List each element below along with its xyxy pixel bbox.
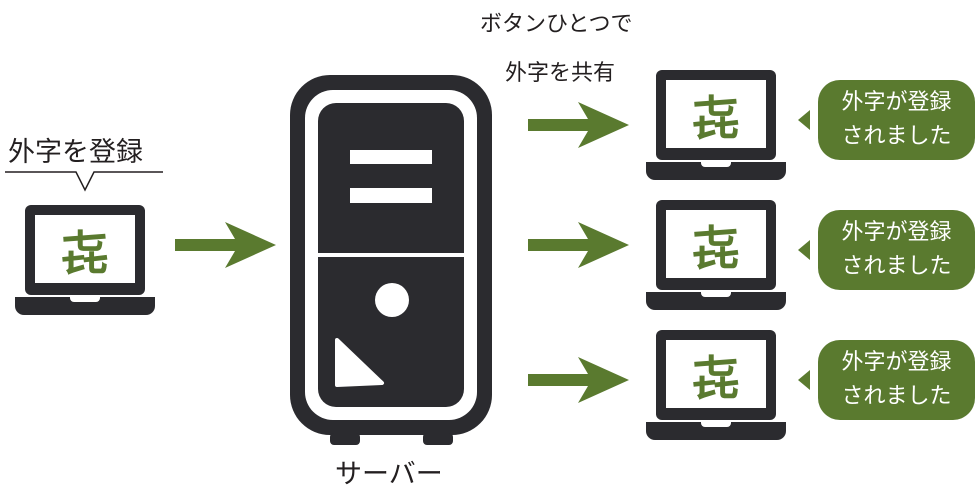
client-laptop: 㐂 bbox=[646, 70, 786, 182]
register-label: 外字を登録 bbox=[8, 137, 143, 168]
bubble-line: 外字が登録 bbox=[841, 220, 952, 245]
bubble-line: されました bbox=[841, 124, 952, 149]
arrow-icon bbox=[175, 222, 276, 268]
arrow-icon bbox=[528, 222, 629, 268]
gaiji-glyph: 㐂 bbox=[35, 215, 135, 283]
gaiji-glyph: 㐂 bbox=[666, 340, 766, 408]
arrow-icon bbox=[528, 102, 629, 148]
source-laptop: 㐂 bbox=[15, 205, 155, 317]
client-laptop: 㐂 bbox=[646, 330, 786, 442]
bubble-line: 外字が登録 bbox=[841, 350, 952, 375]
bubble-line: 外字が登録 bbox=[841, 90, 952, 115]
top-text-1: ボタンひとつで bbox=[480, 12, 633, 37]
speech-bubble: 外字が登録されました bbox=[798, 340, 975, 420]
gaiji-glyph: 㐂 bbox=[666, 210, 766, 278]
speech-bubble: 外字が登録されました bbox=[798, 210, 975, 290]
bubble-line: されました bbox=[841, 254, 952, 279]
label-pointer bbox=[5, 171, 163, 192]
server-label: サーバー bbox=[335, 459, 443, 490]
bubble-line: されました bbox=[841, 384, 952, 409]
client-laptop: 㐂 bbox=[646, 200, 786, 312]
arrow-icon bbox=[528, 357, 629, 403]
server-icon bbox=[290, 75, 492, 445]
gaiji-glyph: 㐂 bbox=[666, 80, 766, 148]
speech-bubble: 外字が登録されました bbox=[798, 80, 975, 160]
top-text-2: 外字を共有 bbox=[505, 61, 616, 86]
